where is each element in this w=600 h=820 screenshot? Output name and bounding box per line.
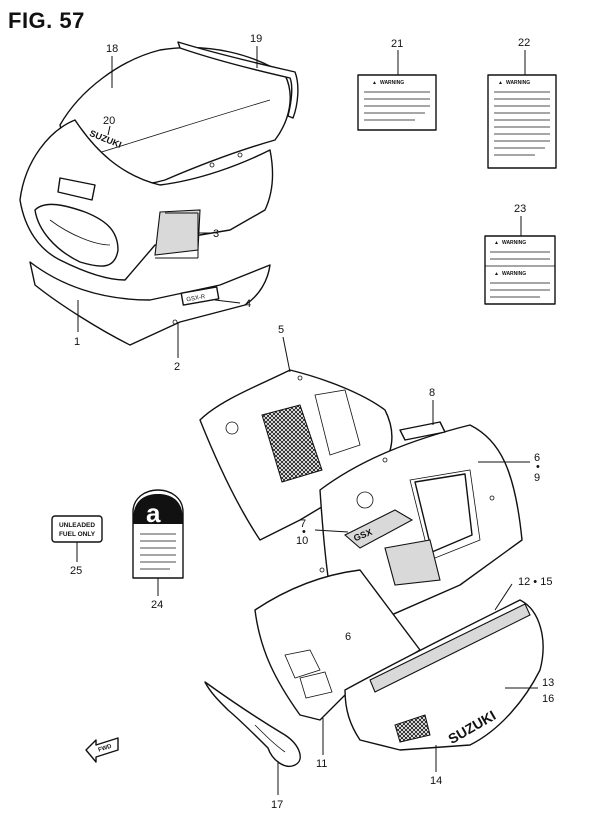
unleaded-fuel-label: UNLEADED FUEL ONLY bbox=[51, 515, 103, 543]
figure-title: FIG. 57 bbox=[8, 8, 85, 33]
callout-19: 19 bbox=[250, 33, 262, 45]
svg-text:FUEL ONLY: FUEL ONLY bbox=[59, 531, 96, 538]
callout-11: 11 bbox=[316, 758, 327, 770]
svg-text:UNLEADED: UNLEADED bbox=[59, 522, 95, 529]
right-side-cowling: GSX bbox=[319, 421, 523, 621]
svg-text:▲: ▲ bbox=[494, 271, 499, 277]
upper-cowl-lower-panel bbox=[29, 261, 271, 346]
callout-5: 5 bbox=[278, 324, 284, 336]
svg-text:FWD: FWD bbox=[98, 744, 113, 754]
callout-4: 4 bbox=[245, 298, 251, 310]
side-stripe-decal bbox=[344, 509, 414, 549]
side-vent-grille bbox=[261, 404, 323, 483]
svg-text:WARNING: WARNING bbox=[506, 80, 530, 86]
side-window bbox=[414, 473, 473, 553]
svg-text:▲: ▲ bbox=[498, 80, 503, 86]
callout-18: 18 bbox=[106, 43, 118, 55]
svg-text:WARNING: WARNING bbox=[502, 271, 526, 277]
callout-10: 10 bbox=[296, 535, 308, 547]
svg-text:•: • bbox=[536, 461, 540, 473]
left-side-cowling bbox=[199, 369, 393, 541]
callout-16: 16 bbox=[542, 693, 554, 705]
callout-1: 1 bbox=[74, 336, 80, 348]
callout-8: 8 bbox=[429, 387, 435, 399]
callout-9: 9 bbox=[534, 472, 540, 484]
callout-21: 21 bbox=[391, 38, 403, 50]
lower-cowl-stripe bbox=[369, 603, 531, 693]
warning-label-23: ▲ WARNING ▲ WARNING bbox=[484, 235, 556, 305]
forward-direction-arrow-icon: FWD bbox=[85, 737, 119, 763]
svg-text:▲: ▲ bbox=[372, 80, 377, 86]
callout-2: 2 bbox=[174, 361, 180, 373]
upper-cowling: GSX-R SUZUKI bbox=[19, 41, 299, 346]
callout-25: 25 bbox=[70, 565, 82, 577]
svg-text:GSX-R: GSX-R bbox=[186, 294, 206, 303]
headlight-opening bbox=[34, 203, 119, 267]
inner-panel bbox=[154, 209, 201, 256]
svg-text:▲: ▲ bbox=[494, 240, 499, 246]
information-label-24: a bbox=[132, 489, 184, 579]
warning-label-21: ▲ WARNING bbox=[357, 74, 437, 131]
svg-text:WARNING: WARNING bbox=[502, 240, 526, 246]
warning-label-22: ▲ WARNING bbox=[487, 74, 557, 169]
callout-3: 3 bbox=[213, 228, 219, 240]
callout-24: 24 bbox=[151, 599, 163, 611]
svg-text:a: a bbox=[146, 498, 161, 528]
inner-bracket bbox=[204, 681, 301, 767]
callout-20: 20 bbox=[103, 115, 115, 127]
callout-13: 13 bbox=[542, 677, 554, 689]
svg-text:6: 6 bbox=[345, 631, 351, 643]
leader-lines bbox=[76, 46, 538, 795]
callout-7: 7 bbox=[300, 518, 306, 530]
callout-17: 17 bbox=[271, 799, 283, 811]
svg-text:•: • bbox=[302, 526, 306, 538]
callout-12-15: 12 • 15 bbox=[518, 576, 552, 588]
callout-6: 6 bbox=[534, 452, 540, 464]
callout-22: 22 bbox=[518, 37, 530, 49]
svg-text:WARNING: WARNING bbox=[380, 80, 404, 86]
callout-23: 23 bbox=[514, 203, 526, 215]
callout-14: 14 bbox=[430, 775, 442, 787]
callout-numbers: 18 19 20 21 22 23 3 4 1 2 5 8 6 • 9 7 • … bbox=[70, 33, 554, 811]
